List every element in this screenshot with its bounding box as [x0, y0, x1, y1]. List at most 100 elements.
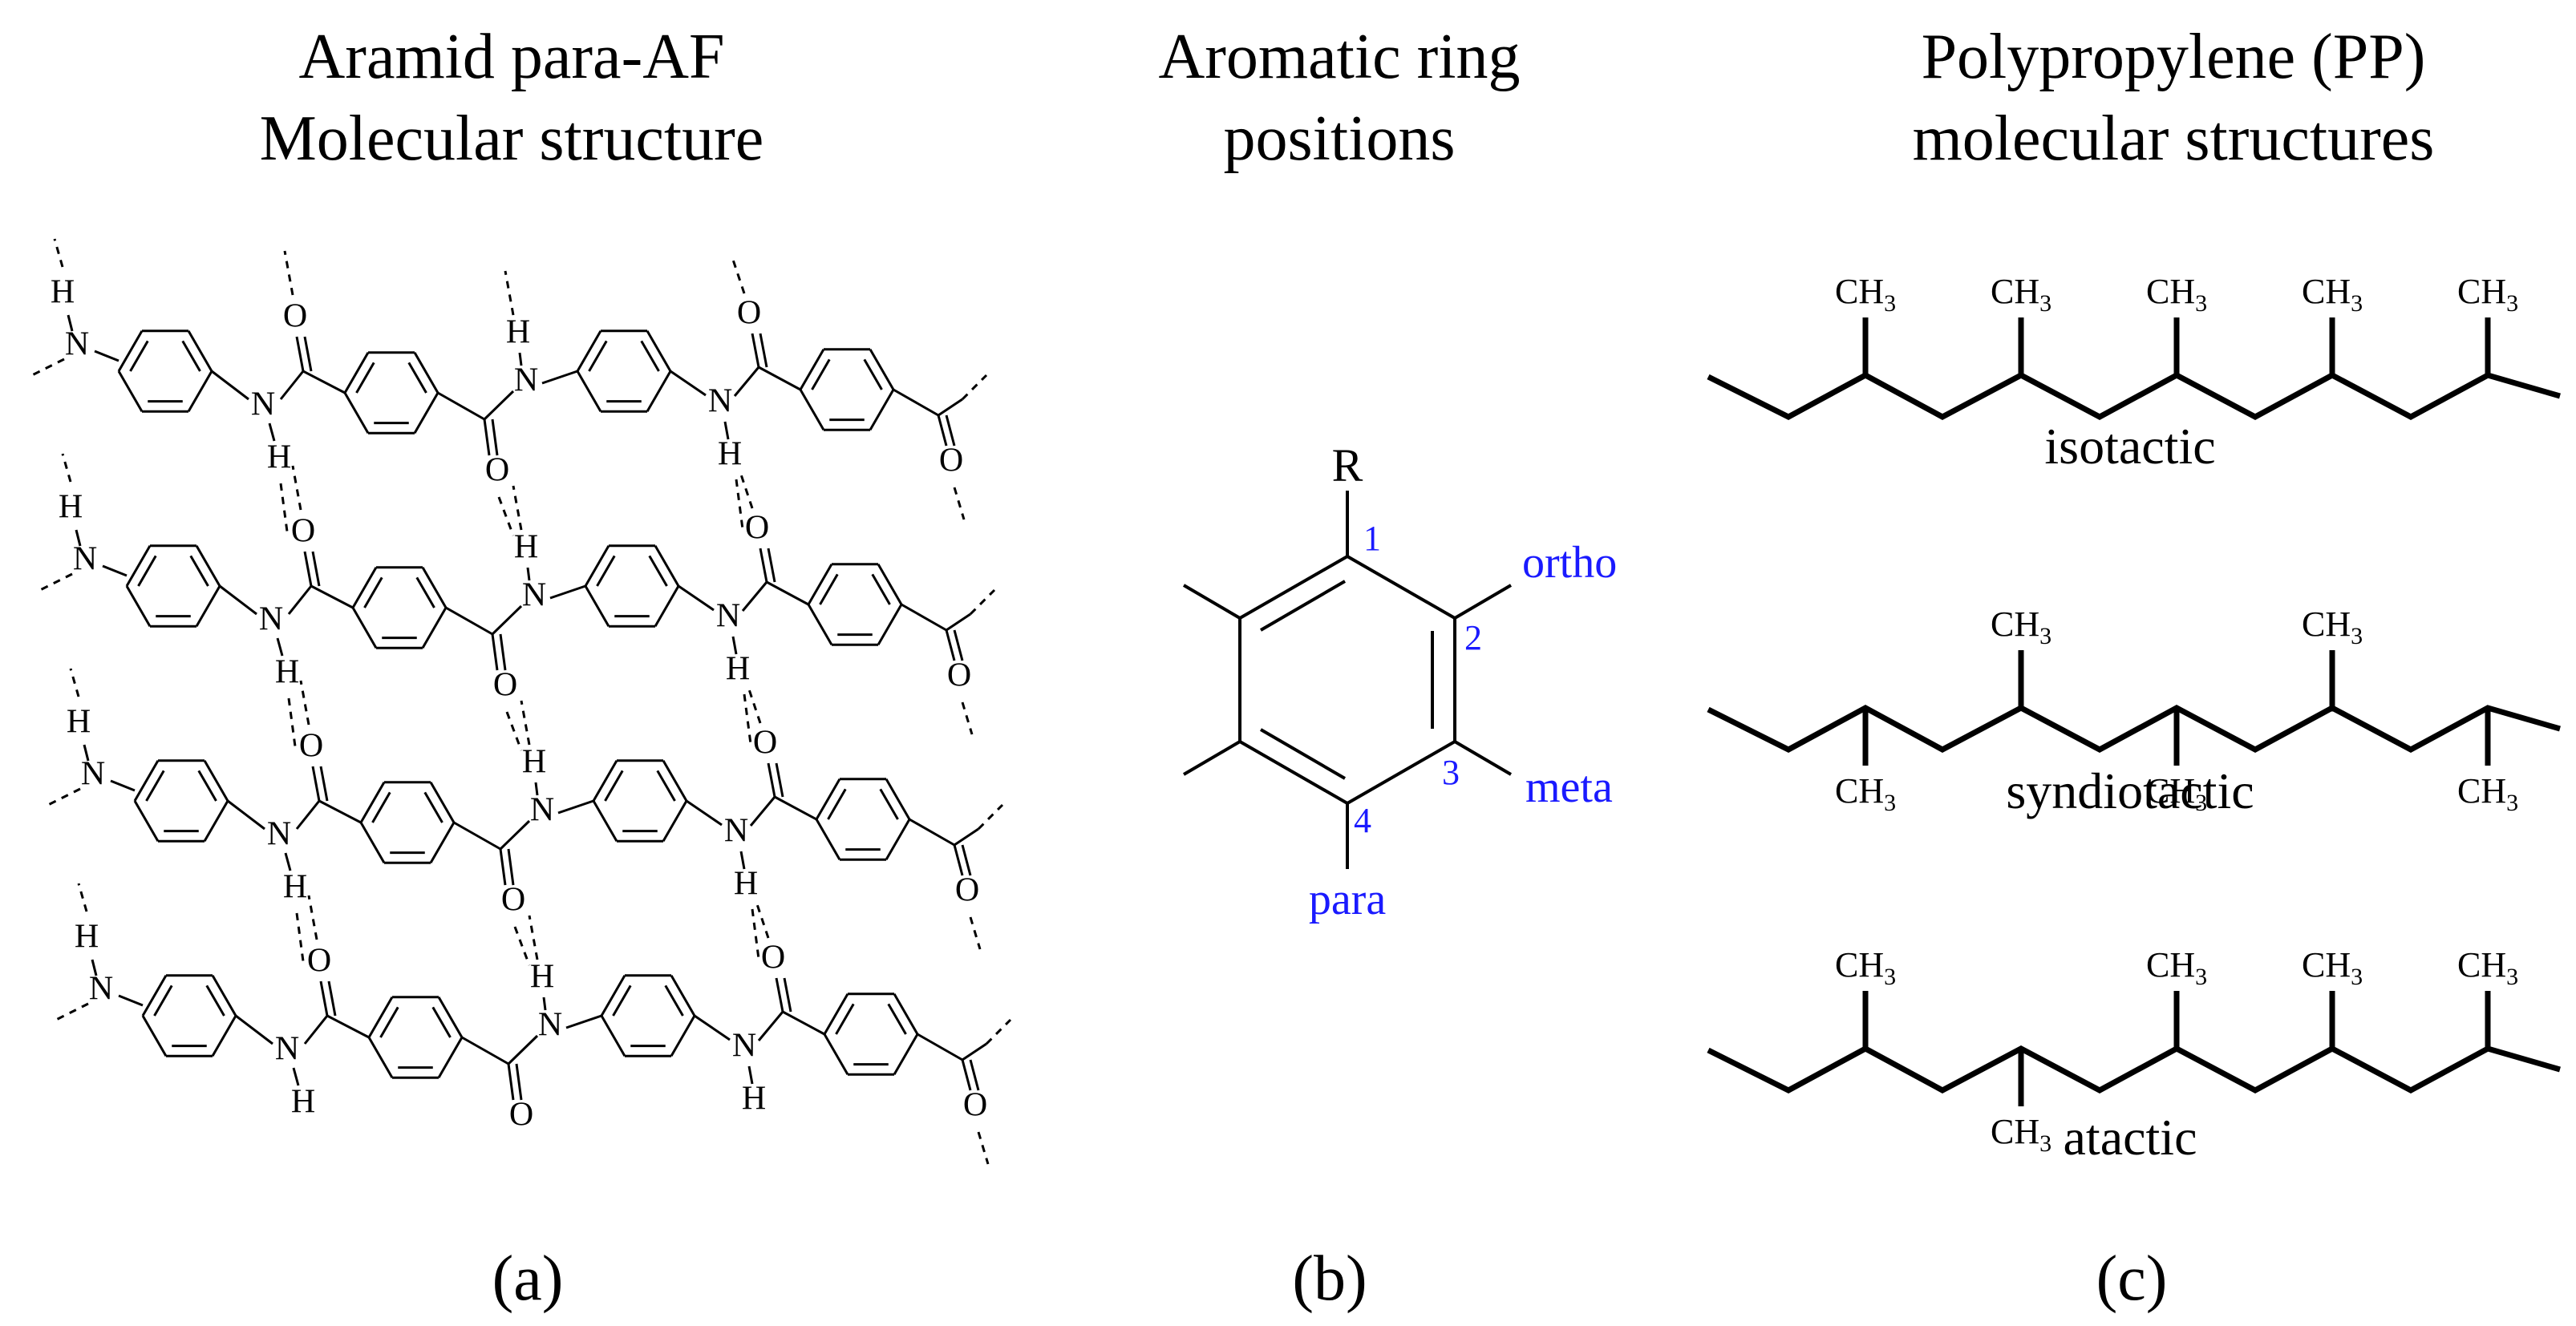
hydrogen-bond: [977, 803, 1004, 831]
aromatic-ring-diagram: R 1 2 3 4 ortho meta para: [1182, 439, 1617, 924]
hydrogen-bond: [513, 926, 531, 966]
methyl-group-text: CH: [1835, 272, 1884, 311]
hydrogen-bond: [738, 469, 754, 509]
oxygen-atom: O: [745, 510, 769, 547]
bond: [279, 370, 305, 400]
ring-double-bond: [835, 1003, 855, 1035]
oxygen-atom: O: [283, 298, 307, 335]
ring-bond: [823, 1033, 849, 1075]
bond: [953, 844, 964, 876]
nitrogen-atom: N: [81, 756, 105, 793]
nitrogen-atom: N: [708, 383, 732, 420]
ring-double-bond: [137, 555, 157, 587]
bond: [326, 1014, 370, 1039]
methyl-subscript-text: 3: [1884, 290, 1896, 317]
methyl-label: CH3: [2302, 604, 2363, 649]
bond: [961, 1059, 972, 1091]
methyl-group-text: CH: [2302, 272, 2351, 311]
ring-bond: [877, 564, 903, 605]
ring-bond: [662, 760, 688, 802]
bond: [775, 762, 784, 798]
nitrogen-atom: N: [251, 386, 275, 423]
hydrogen-bond: [512, 485, 523, 531]
ring-bond: [646, 330, 672, 372]
hydrogen-bond: [961, 374, 988, 401]
hydrogen-bond: [961, 701, 974, 735]
bond: [295, 800, 321, 830]
panel-b-caption: (b): [1292, 1243, 1367, 1314]
ring-bond: [125, 585, 152, 627]
methyl-label: CH3: [2146, 771, 2207, 816]
hydrogen-bond: [969, 916, 982, 950]
bond: [751, 333, 760, 368]
methyl-group-text: CH: [2146, 771, 2195, 811]
ring-bond: [437, 997, 464, 1038]
bond: [969, 1059, 980, 1091]
hydrogen-bond: [528, 915, 539, 960]
methyl-label: CH3: [1835, 771, 1896, 816]
ring-double-bond: [379, 1006, 399, 1038]
bond: [953, 629, 964, 661]
oxygen-atom: O: [307, 943, 331, 980]
ring-double-bond: [887, 1003, 907, 1035]
bond: [759, 333, 768, 368]
methyl-subscript-text: 3: [2195, 790, 2207, 816]
position-4-label: 4: [1354, 801, 1371, 840]
bond: [678, 584, 715, 612]
bond: [303, 336, 313, 372]
bond: [694, 1014, 731, 1041]
bond: [102, 564, 128, 577]
n-h-bond: [534, 782, 539, 796]
bond: [733, 366, 760, 397]
bond: [483, 418, 491, 456]
bond: [893, 388, 939, 417]
ring-double-bond: [811, 358, 831, 390]
bond: [515, 1063, 523, 1101]
hydrogen-atom: H: [742, 1081, 766, 1118]
ring-bond: [1347, 555, 1456, 620]
bond: [946, 612, 971, 632]
nitrogen-atom: N: [89, 971, 113, 1008]
panel-b-title: Aromatic ring positions: [938, 16, 1740, 180]
bond: [219, 584, 257, 616]
bond: [303, 1015, 329, 1045]
ring-double-bond: [415, 576, 435, 608]
oxygen-atom: O: [493, 667, 517, 704]
ring-double-bond: [879, 788, 899, 820]
n-h-bond: [723, 421, 730, 440]
nitrogen-atom: N: [267, 816, 291, 853]
bond: [235, 1014, 273, 1045]
methyl-subscript-text: 3: [2506, 790, 2518, 816]
ring-bond: [869, 349, 895, 390]
hydrogen-bond: [279, 483, 289, 532]
oxygen-atom: O: [753, 725, 777, 762]
ring-bond: [893, 993, 919, 1035]
ring-bond: [429, 822, 456, 863]
hydrogen-bond: [969, 588, 996, 616]
methyl-label: CH3: [2146, 945, 2207, 990]
bond: [962, 1042, 987, 1061]
hydrogen-bond: [299, 680, 310, 726]
bond: [557, 799, 594, 815]
hydrogen-atom: H: [530, 959, 554, 996]
substituent-bond-left-lower: [1182, 740, 1241, 776]
ring-bond: [133, 760, 160, 802]
bond: [954, 827, 979, 847]
bond: [917, 1033, 963, 1061]
ring-bond: [421, 607, 448, 649]
ring-double-bond: [863, 358, 883, 390]
substituent-bond-left-upper: [1182, 584, 1241, 620]
hydrogen-bond: [295, 912, 305, 962]
hydrogen-bond: [69, 668, 80, 697]
bond: [499, 848, 507, 886]
bond: [757, 1011, 784, 1041]
hydrogen-bond: [735, 479, 744, 530]
methyl-subscript-text: 3: [2351, 964, 2363, 990]
methyl-label: CH3: [2302, 272, 2363, 317]
n-h-bond: [67, 314, 74, 332]
polymer-backbone: [1707, 1045, 2561, 1094]
methyl-label: CH3: [1835, 272, 1896, 317]
n-h-bond: [526, 567, 531, 581]
hydrogen-atom: H: [59, 489, 83, 526]
ring-double-bond: [153, 984, 173, 1017]
